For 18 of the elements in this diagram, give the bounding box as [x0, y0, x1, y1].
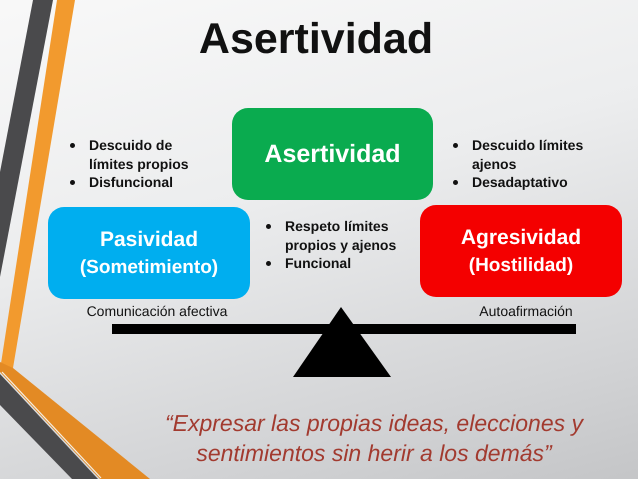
bullet-text: Descuido límites ajenos	[472, 136, 584, 173]
bullet-text: Disfuncional	[89, 173, 174, 192]
slide-title: Asertividad	[198, 14, 434, 64]
category-box	[48, 207, 250, 299]
bullet-text: Respeto límites propios y ajenos	[285, 217, 398, 254]
box-subtitle: (Sometimiento)	[80, 256, 218, 280]
scale-end-label: Comunicación afectiva	[86, 302, 228, 320]
bullet-text: Desadaptativo	[472, 173, 569, 192]
category-box	[420, 205, 622, 297]
box-title: Asertividad	[264, 139, 401, 169]
box-title: Pasividad	[100, 227, 198, 253]
box-title: Agresividad	[460, 225, 582, 251]
bullet-text: Funcional	[285, 254, 352, 272]
category-box	[232, 108, 433, 200]
bullet-text: Descuido de límites propios	[89, 136, 190, 173]
scale-end-label: Autoafirmación	[479, 302, 573, 320]
box-subtitle: (Hostilidad)	[468, 254, 574, 278]
quote-text: “Expresar las propias ideas, elecciones y sentimientos sin herir a los demás”	[164, 409, 585, 468]
